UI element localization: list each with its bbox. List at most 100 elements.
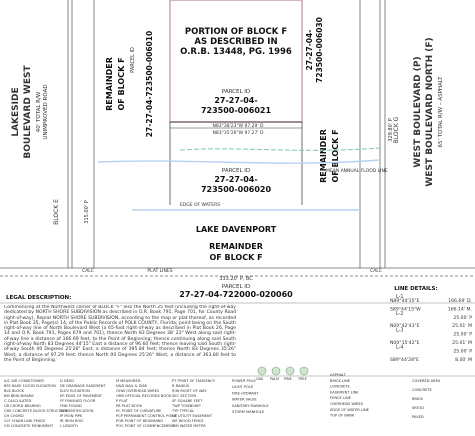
abbreviation-item: SF SQUARE FEET [172,399,203,403]
line-detail-bearing: S89°44'15"W [390,306,421,312]
bearing-south: N83°35'26"W 97.27' D [213,130,265,136]
line-symbol-item: EASEMENT LINE [330,390,359,394]
tree-item: OAK [256,377,264,381]
legal-text-box: Commencing at the Northwest corner of BL… [4,305,236,363]
abbreviation-item: DE DRAINAGE EASEMENT [60,384,106,388]
line-detail-id: L-4 [396,344,403,350]
bottom-parcel-id: 27-27-04-722000-020060 [179,290,293,299]
abbreviation-item: L LENGTH [60,424,78,428]
plat-lines-label: PLAT LINES [147,268,172,274]
area-symbol-item: COVERED AREA [412,379,441,383]
line-detail-distance: 25.01' M [452,340,472,346]
water-line-1 [97,159,381,164]
line-symbol-item: FENCE LINE [330,396,352,400]
line-detail-id: L-2 [396,311,403,317]
left-road-type: UNIMPROVED ROAD [43,84,49,139]
line-detail-bearing: N00°15'42"E [390,340,420,346]
right-parcel-id-1: 27-27-04- [305,30,314,71]
tree-item: PALM [270,377,279,381]
pine-icon [285,366,295,376]
line-detail-distance: 166.69' D. [448,298,472,304]
abbreviation-item: WF WOOD FENCE [172,419,204,423]
abbreviation-item: A/C AIR CONDITIONER [4,379,44,383]
abbreviation-item: EP EDGE OF PAVEMENT [60,394,103,398]
tree-icons [257,366,309,376]
abbreviation-item: ORB OFFICIAL RECORDS BOOK [116,394,172,398]
flood-note: MEAN ANNUAL FLOOD LINE [326,168,388,174]
abbreviation-item: CBS CONCRETE BLOCK STRUCTURE [4,409,69,413]
legal-text: Commencing at the Northwest corner of BL… [4,305,236,363]
abbreviation-item: FND FOUND [60,404,82,408]
calc-right: CALC [370,268,382,274]
line-detail-id: L-3 [396,328,403,334]
calc-left: CALC [82,268,94,274]
line-symbol-item: EDGE OF WATER LINE [330,408,370,412]
line-detail-bearing: S89°44'28"E [390,357,419,363]
area-symbol-item: CONCRETE [412,388,432,392]
line-detail-distance: 25.00' P [453,348,472,354]
abbreviation-item: CLF CHAIN LINK FENCE [4,419,46,423]
block-e-label: BLOCK E [53,199,60,225]
line-symbol-item: BRICK LINE [330,379,351,383]
right-road-width: 65' TOTAL R/W – ASPHALT [438,76,444,148]
left-road-name-2: BOULEVARD WEST [23,65,33,159]
tree-item: TREE [297,377,307,381]
abbreviation-item: FF FINISHED FLOOR [60,399,96,403]
palm-icon [271,366,281,376]
line-detail-distance: 25.01' M [452,323,472,329]
line-detail-distance: 8.00' M [455,357,472,363]
bottom-dim: 333.20' P, BC [219,276,253,282]
line-detail-bearing: N00°42'43"E [390,323,420,329]
abbreviation-item: SEC SECTION [172,394,196,398]
abbreviation-item: ID IDENTIFICATION [60,409,94,413]
abbreviation-item: TWP TOWNSHIP [171,404,201,408]
line-detail-id: L-1 [396,294,403,300]
abbreviation-item: R RADIUS [172,384,190,388]
symbol-item: LIGHT POLE [232,385,254,389]
oak-icon [257,366,267,376]
tree-icon [299,366,309,376]
block-g-label: BLOCK G [393,116,400,143]
area-symbol-item: WOOD [412,406,424,410]
left-road-name-1: LAKESIDE [11,87,21,136]
south-parcel-label: PARCEL ID [222,168,250,174]
subject-parcel-id-2: 723500-006021 [201,106,272,115]
right-road-name-2: WEST BOULEVARD NORTH (F) [425,37,435,186]
abbreviation-item: BM BENCHMARK [4,394,34,398]
abbreviation-item: PT POINT OF TANGENCY [172,379,216,383]
right-parcel-id-2: 723500-006030 [315,17,324,83]
symbol-item: POWER POLE [232,379,256,383]
abbreviation-item: D DEED [60,379,74,383]
flood-line [179,147,381,151]
left-parcel-id: 27-27-04-723500-006010 [145,31,154,137]
legal-heading: LEGAL DESCRIPTION: [6,295,71,301]
abbreviation-item: IR IRON ROD [60,419,83,423]
dim-left: 315.00' P [84,200,90,223]
subject-parcel-id-1: 27-27-04- [214,96,257,105]
abbreviation-item: CM CONCRETE MONUMENT [4,424,54,428]
abbreviation-item: POC POINT OF COMMENCEMENT [116,424,175,428]
abbreviation-item: POB POINT OF BEGINNING [116,419,163,423]
abbreviation-item: PB PLAT BOOK [116,404,143,408]
right-remainder-2: OF BLOCK F [331,129,340,182]
left-parcel-label: PARCEL ID [130,47,136,73]
symbol-item: WATER VALVE [232,398,257,402]
left-road-width: 40' TOTAL R/W [36,91,42,132]
abbreviation-item: C CALCULATED [4,399,31,403]
water-edge-label: EDGE OF WATERS [180,202,220,208]
line-symbol-item: TOP OF BANK [329,414,355,418]
right-remainder-1: REMAINDER [319,129,328,183]
line-details-heading: LINE DETAILS: [394,286,437,292]
symbol-item: SANITARY MANHOLE [232,404,269,408]
abbreviation-item: CB CHORD BEARING [4,404,41,408]
abbreviation-item: BFE BASE FLOOD ELEVATION [4,384,56,388]
tree-item: PINE [284,377,292,381]
road-lines [0,0,475,277]
abbreviation-item: TYP TYPICAL [171,409,194,413]
abbreviation-item: R/W RIGHT OF WAY [172,389,207,393]
abbreviation-item: PCP PERMANENT CONTROL POINT [116,414,178,418]
